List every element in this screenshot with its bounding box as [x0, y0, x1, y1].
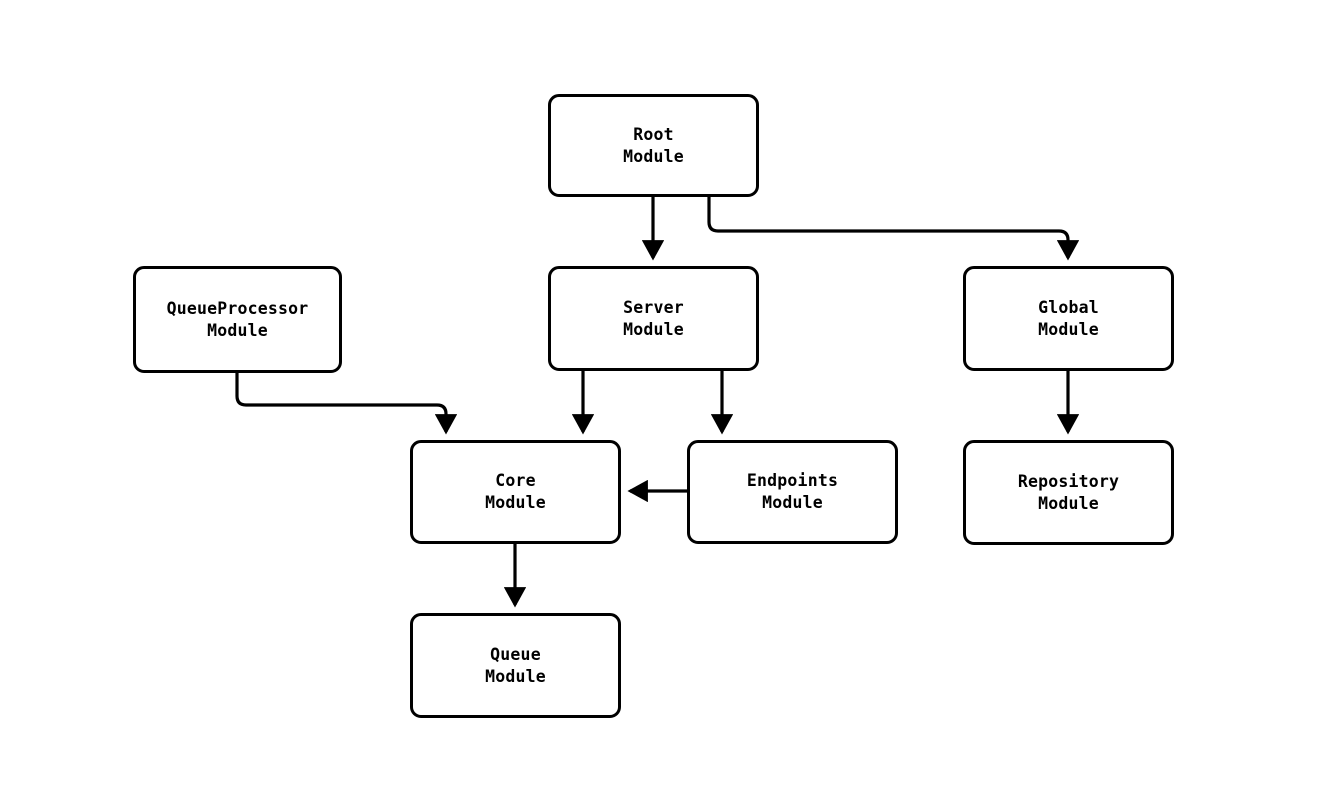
- node-repository-module-line2: Module: [1038, 493, 1099, 513]
- node-queue-module-line2: Module: [485, 666, 546, 686]
- node-server-module[interactable]: Server Module: [548, 266, 759, 371]
- node-queueprocessor-module[interactable]: QueueProcessor Module: [133, 266, 342, 373]
- node-core-module-line2: Module: [485, 493, 546, 512]
- node-core-module[interactable]: Core Module: [410, 440, 621, 544]
- node-global-module[interactable]: Global Module: [963, 266, 1174, 371]
- node-endpoints-module-line1: Endpoints: [746, 471, 839, 490]
- node-root-module-line1: Root: [633, 124, 674, 144]
- edge-queueprocessor-to-core: [235, 373, 458, 435]
- node-global-module-line2: Module: [1038, 319, 1099, 339]
- node-server-module-line1: Server: [623, 297, 684, 317]
- node-core-module-line1: Core: [495, 471, 536, 490]
- node-repository-module[interactable]: Repository Module: [963, 440, 1174, 545]
- node-queueprocessor-module-line2: Module: [207, 320, 268, 340]
- node-server-module-line2: Module: [623, 319, 684, 339]
- node-repository-module-line1: Repository: [1017, 471, 1120, 491]
- node-queueprocessor-module-line1: QueueProcessor: [166, 298, 309, 318]
- node-endpoints-module[interactable]: Endpoints Module: [687, 440, 898, 544]
- node-queue-module[interactable]: Queue Module: [410, 613, 621, 718]
- node-queue-module-line1: Queue: [490, 644, 541, 664]
- edge-root-to-global: [707, 197, 1080, 261]
- node-root-module[interactable]: Root Module: [548, 94, 759, 197]
- node-global-module-line1: Global: [1038, 297, 1099, 317]
- node-endpoints-module-line2: Module: [762, 493, 823, 512]
- node-root-module-line2: Module: [623, 146, 684, 166]
